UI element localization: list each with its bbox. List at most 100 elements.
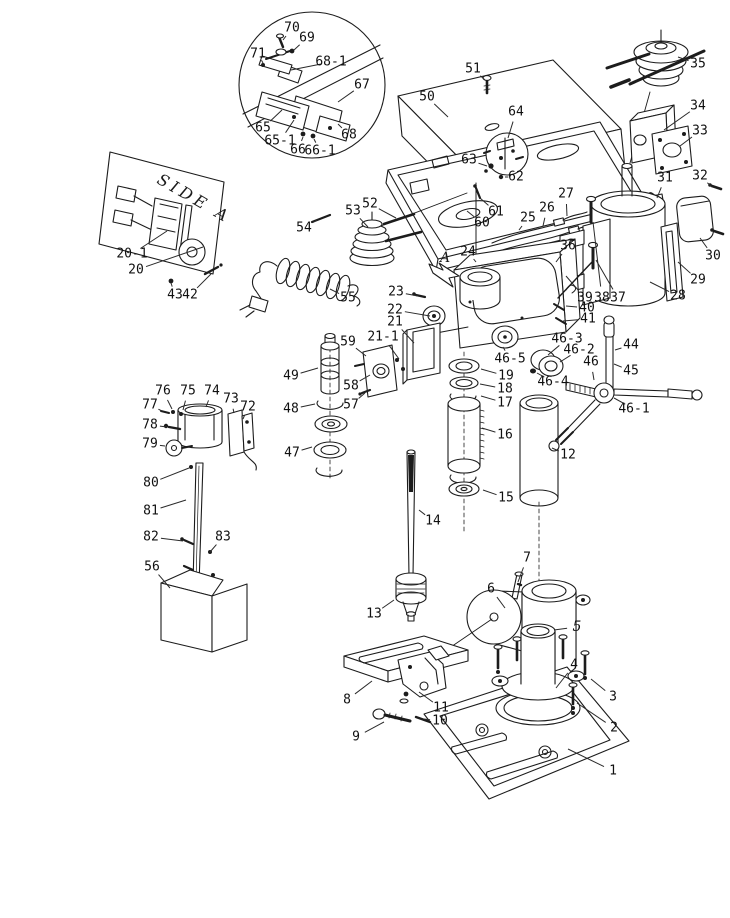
leader-line bbox=[242, 415, 245, 420]
bearing bbox=[448, 481, 480, 497]
leader-line bbox=[378, 208, 397, 219]
screw bbox=[553, 303, 565, 311]
switch-detail-inset bbox=[238, 11, 386, 159]
hex-key bbox=[382, 212, 416, 226]
leader-line bbox=[232, 408, 235, 414]
leader-line bbox=[565, 203, 568, 217]
leader-line bbox=[329, 288, 340, 294]
leader-line bbox=[182, 400, 186, 411]
leader-line bbox=[433, 103, 449, 118]
chuck bbox=[395, 572, 427, 622]
motor-pulley bbox=[605, 29, 706, 164]
tension-rod bbox=[557, 261, 593, 299]
rack-teeth bbox=[479, 409, 485, 460]
set-screw bbox=[609, 78, 631, 89]
leader-line bbox=[170, 282, 173, 287]
leader-line bbox=[300, 403, 316, 408]
bearing bbox=[314, 415, 348, 433]
leader-line bbox=[140, 230, 168, 249]
leader-line bbox=[301, 136, 304, 142]
leader-line bbox=[576, 702, 606, 723]
leader-line bbox=[381, 599, 395, 609]
leader-line bbox=[473, 258, 477, 263]
leader-line bbox=[707, 182, 713, 188]
leader-line bbox=[293, 44, 300, 51]
leader-lines bbox=[140, 35, 713, 768]
pinion-shaft bbox=[565, 381, 597, 398]
screw bbox=[710, 184, 723, 191]
leader-line bbox=[592, 221, 602, 287]
leader-line bbox=[466, 210, 475, 218]
leader-line bbox=[677, 56, 689, 62]
leader-line bbox=[482, 489, 497, 496]
leader-line bbox=[167, 399, 173, 410]
leader-line bbox=[301, 446, 313, 451]
leader-line bbox=[209, 544, 217, 553]
leader-line bbox=[565, 305, 578, 308]
screw bbox=[182, 564, 195, 572]
leader-line bbox=[159, 425, 168, 428]
spacer-ring bbox=[449, 376, 479, 390]
screw bbox=[160, 410, 170, 414]
leader-line bbox=[359, 374, 371, 382]
leader-line bbox=[423, 718, 431, 721]
feed-handle-assembly bbox=[530, 315, 703, 452]
junction-plate bbox=[651, 125, 693, 175]
leader-line bbox=[517, 567, 524, 583]
snap-ring bbox=[316, 400, 344, 410]
leader-line bbox=[354, 680, 373, 695]
leader-line bbox=[158, 574, 171, 589]
leader-line bbox=[388, 344, 400, 360]
hex-key bbox=[605, 52, 651, 70]
power-cord bbox=[239, 257, 361, 318]
leader-line bbox=[401, 329, 415, 344]
leader-line bbox=[145, 246, 204, 268]
knob bbox=[165, 439, 183, 457]
leader-line bbox=[663, 111, 691, 131]
leader-line bbox=[480, 395, 496, 401]
leader-line bbox=[559, 354, 571, 363]
leader-line bbox=[595, 259, 614, 290]
leader-line bbox=[481, 427, 496, 433]
leader-line bbox=[536, 372, 545, 378]
leader-line bbox=[649, 281, 670, 292]
leader-line bbox=[613, 397, 626, 405]
spindle-assembly bbox=[313, 332, 348, 481]
leader-line bbox=[656, 187, 662, 199]
leader-line bbox=[542, 217, 546, 227]
leader-line bbox=[614, 347, 622, 351]
clamp-disc bbox=[466, 589, 522, 645]
leader-line bbox=[269, 109, 283, 122]
screw bbox=[360, 388, 372, 395]
pin bbox=[414, 715, 432, 724]
stop-bracket bbox=[354, 322, 469, 398]
leader-line bbox=[282, 35, 287, 41]
leader-line bbox=[404, 311, 431, 317]
leader-line bbox=[567, 748, 605, 768]
leader-line bbox=[158, 408, 163, 412]
screw bbox=[354, 363, 365, 367]
leader-line bbox=[478, 162, 488, 167]
bearing bbox=[313, 441, 347, 459]
hex-key bbox=[628, 49, 706, 86]
leader-line bbox=[337, 123, 343, 129]
leader-line bbox=[590, 678, 606, 692]
leader-line bbox=[613, 363, 622, 368]
leader-line bbox=[312, 219, 318, 224]
leader-line bbox=[160, 467, 190, 480]
motor-mount bbox=[582, 218, 611, 306]
spindle-pulley bbox=[310, 211, 423, 267]
leader-line bbox=[699, 237, 708, 249]
leader-line bbox=[555, 253, 563, 263]
leader-line bbox=[290, 63, 322, 71]
leader-line bbox=[358, 392, 366, 399]
leader-line bbox=[359, 217, 369, 228]
leader-line bbox=[480, 368, 497, 374]
leader-line bbox=[160, 537, 184, 542]
quill-assembly bbox=[447, 351, 485, 533]
handle-hub bbox=[593, 382, 615, 404]
leader-line bbox=[418, 691, 434, 703]
leader-line bbox=[479, 383, 496, 388]
